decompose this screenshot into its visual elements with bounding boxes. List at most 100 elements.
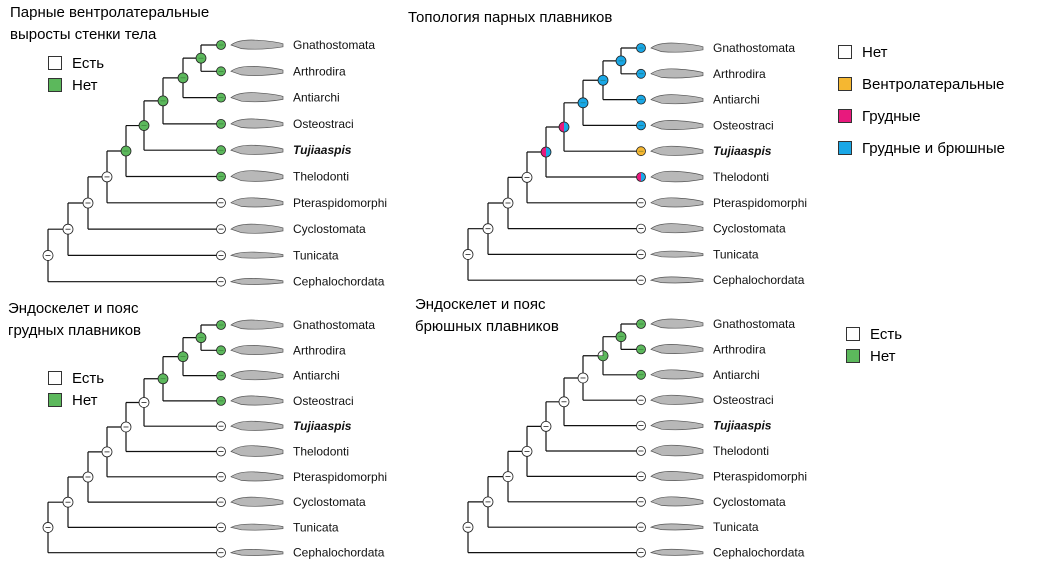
node-state-marker: [558, 121, 570, 133]
legend-label: Нет: [862, 43, 888, 61]
taxon-label: Cyclostomata: [713, 222, 786, 236]
taxon-silhouette: [230, 370, 284, 381]
taxon-label: Cyclostomata: [293, 495, 366, 509]
tip-state-marker: [636, 522, 646, 533]
legend-swatch: [48, 56, 62, 70]
node-state-marker: [502, 197, 514, 209]
legend-swatch: [838, 109, 852, 123]
node-state-marker: [42, 522, 54, 533]
tip-state-marker: [636, 319, 646, 329]
legend-label: Есть: [72, 54, 105, 72]
legend-label: Грудные и брюшные: [862, 139, 1005, 157]
taxon-label: Gnathostomata: [293, 318, 375, 332]
node-state-marker: [597, 74, 609, 86]
tip-state-marker: [216, 370, 226, 381]
tip-state-marker: [636, 68, 646, 79]
node-state-marker: [597, 350, 609, 362]
tip-state-marker: [636, 344, 646, 355]
panel-3-legend: Есть Нет: [48, 366, 104, 420]
taxon-label: Thelodonti: [713, 170, 769, 184]
tip-state-marker: [216, 145, 226, 156]
taxon-silhouette: [650, 394, 704, 405]
tip-state-marker: [636, 496, 646, 507]
legend-label: Нет: [72, 76, 98, 94]
taxon-label: Cyclostomata: [293, 222, 366, 236]
taxon-label: Gnathostomata: [713, 317, 795, 331]
legend-item-present: Есть: [48, 51, 104, 75]
node-state-marker: [177, 72, 189, 84]
taxon-silhouette: [230, 65, 284, 76]
taxon-silhouette: [230, 344, 284, 355]
taxon-label: Pteraspidomorphi: [293, 196, 387, 210]
node-state-marker: [62, 223, 74, 235]
node-state-marker: [138, 397, 150, 408]
panel-3-title: Эндоскелет и пояс грудных плавников: [8, 300, 142, 339]
taxon-silhouette: [650, 444, 704, 457]
tip-state-marker: [636, 547, 646, 558]
taxon-silhouette: [650, 42, 704, 53]
node-state-marker: [615, 331, 627, 343]
node-state-marker: [195, 52, 207, 64]
node-state-marker: [120, 421, 132, 433]
legend-swatch: [846, 349, 860, 363]
tip-state-marker: [216, 522, 226, 533]
tip-state-marker: [216, 66, 226, 77]
tip-state-marker: [636, 249, 646, 260]
legend-item-pectoral: Грудные: [838, 104, 1005, 128]
tip-state-marker: [636, 369, 646, 380]
taxon-silhouette: [230, 118, 284, 129]
tip-state-marker: [636, 172, 646, 182]
node-state-marker: [558, 396, 570, 408]
taxon-label: Tunicata: [713, 247, 759, 261]
tip-state-marker: [636, 446, 646, 456]
legend-swatch: [838, 77, 852, 91]
taxon-label: Pteraspidomorphi: [713, 469, 807, 483]
taxon-silhouette: [230, 496, 284, 507]
taxon-label: Osteostraci: [293, 394, 354, 408]
taxon-silhouette: [650, 496, 704, 507]
node-state-marker: [101, 446, 113, 458]
tip-state-marker: [636, 94, 646, 105]
taxon-silhouette: [230, 92, 284, 103]
node-state-marker: [138, 120, 150, 131]
taxon-silhouette: [229, 251, 284, 259]
legend-label: Нет: [72, 391, 98, 409]
node-state-marker: [482, 223, 494, 235]
node-state-marker: [502, 471, 514, 482]
taxon-silhouette: [649, 523, 704, 531]
taxon-silhouette: [650, 223, 704, 234]
node-state-marker: [101, 171, 113, 183]
taxon-label: Cephalochordata: [713, 273, 805, 287]
node-state-marker: [540, 146, 552, 158]
legend-item-present: Есть: [48, 366, 104, 390]
panel-4-legend: Есть Нет: [846, 322, 902, 376]
taxon-label: Tujiaaspis: [293, 419, 352, 433]
tip-state-marker: [216, 345, 226, 356]
tip-state-marker: [216, 497, 226, 508]
node-state-marker: [82, 471, 94, 483]
taxon-silhouette: [230, 319, 284, 330]
tip-state-marker: [216, 421, 226, 432]
tip-state-marker: [216, 40, 226, 50]
tip-state-marker: [216, 119, 226, 129]
legend-item-ventrolateral: Вентролатеральные: [838, 72, 1005, 96]
node-state-marker: [177, 351, 189, 363]
legend-label: Вентролатеральные: [862, 75, 1005, 93]
node-state-marker: [462, 249, 474, 260]
panel-1-title: Парные вентролатеральные выросты стенки …: [10, 4, 210, 43]
taxon-silhouette: [650, 120, 704, 130]
taxon-silhouette: [649, 250, 704, 258]
taxon-silhouette: [650, 344, 704, 354]
taxon-label: Thelodonti: [293, 445, 349, 459]
taxon-label: Osteostraci: [293, 117, 354, 131]
taxon-silhouette: [230, 445, 284, 457]
legend-item-pectoral-pelvic: Грудные и брюшные: [838, 136, 1005, 160]
taxon-label: Arthrodira: [713, 342, 766, 356]
legend-label: Грудные: [862, 107, 921, 125]
node-state-marker: [157, 95, 169, 107]
taxon-label: Antiarchi: [713, 93, 760, 107]
taxon-label: Tujiaaspis: [713, 419, 772, 433]
taxon-silhouette: [229, 549, 284, 556]
taxon-silhouette: [230, 395, 284, 406]
